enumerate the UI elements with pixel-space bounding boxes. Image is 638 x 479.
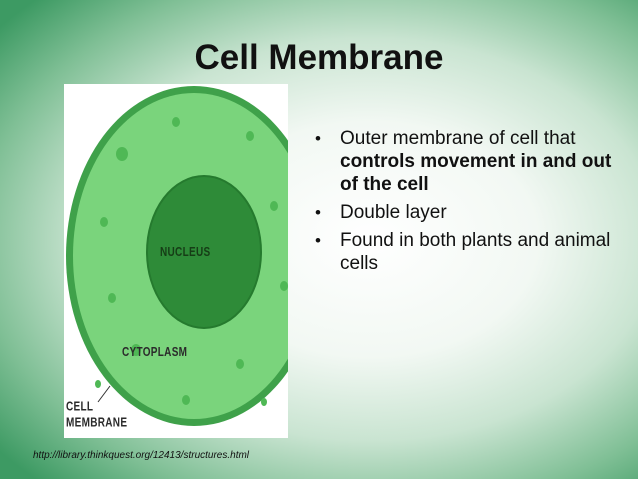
cell-membrane-label: CELL MEMBRANE — [66, 399, 127, 432]
bullet-text: Found in both plants and animal cells — [340, 230, 611, 274]
membrane-pointer — [97, 385, 111, 403]
bullet-dot-icon: • — [315, 129, 321, 148]
bullet-list: • Outer membrane of cell that controls m… — [312, 127, 612, 280]
cytoplasm-label: CYTOPLASM — [122, 346, 188, 360]
bullet-text: Outer membrane of cell that — [340, 128, 576, 149]
organelles — [95, 117, 288, 406]
bullet-dot-icon: • — [315, 203, 321, 222]
source-citation: http://library.thinkquest.org/12413/stru… — [33, 450, 250, 461]
cell-diagram-image — [66, 86, 288, 426]
bullet-text: Double layer — [340, 202, 447, 223]
nucleus-label: NUCLEUS — [160, 246, 211, 260]
cell-diagram: NUCLEUS CYTOPLASM CELL MEMBRANE — [64, 84, 288, 438]
nucleus — [147, 176, 261, 328]
bullet-dot-icon: • — [315, 231, 321, 250]
cell-label-line2: MEMBRANE — [66, 416, 128, 431]
slide-title: Cell Membrane — [194, 38, 444, 77]
bullet-item: • Found in both plants and animal cells — [312, 229, 612, 275]
bullet-bold-text: controls movement in and out of the cell — [340, 151, 612, 195]
cell-label-line1: CELL — [66, 400, 94, 414]
bullet-item: • Double layer — [312, 201, 612, 224]
bullet-item: • Outer membrane of cell that controls m… — [312, 127, 612, 196]
